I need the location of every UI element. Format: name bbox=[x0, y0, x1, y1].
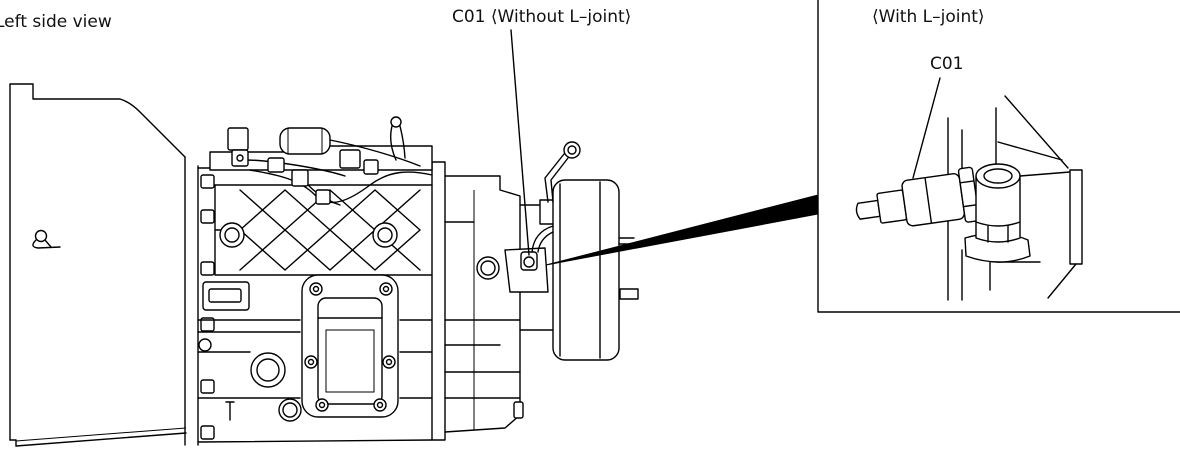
harness-connector bbox=[339, 149, 361, 169]
harness-connector bbox=[363, 159, 379, 175]
cover-bolt bbox=[309, 282, 323, 296]
inspection-cover bbox=[301, 274, 399, 418]
callout-variant: ⟨Without L–joint⟩ bbox=[491, 7, 631, 27]
boss bbox=[278, 398, 302, 422]
cover-bolt bbox=[382, 355, 396, 369]
rib-lattice bbox=[239, 189, 421, 271]
harness-connector bbox=[231, 149, 249, 167]
detail-inset: ⟨With L–joint⟩ C01 bbox=[817, 0, 1180, 313]
callout-leader-c01 bbox=[510, 29, 530, 256]
callout-connector-id: C01 bbox=[452, 7, 486, 27]
bell-housing bbox=[9, 83, 187, 447]
cover-bolt bbox=[304, 355, 318, 369]
view-title: Left side view bbox=[0, 12, 112, 32]
main-case bbox=[184, 156, 524, 446]
cover-bolt bbox=[379, 282, 393, 296]
inset-frame bbox=[817, 0, 1180, 313]
harness-connector bbox=[315, 189, 331, 205]
harness-connector bbox=[267, 157, 285, 173]
case-bolts bbox=[219, 222, 500, 422]
lifting-hook bbox=[389, 116, 406, 161]
boss bbox=[250, 352, 286, 388]
bolt bbox=[219, 222, 245, 248]
flange-lugs bbox=[200, 174, 215, 440]
harness-connector bbox=[291, 169, 309, 187]
bolt bbox=[372, 222, 398, 248]
case-pin bbox=[225, 401, 235, 421]
harness-clip-icon bbox=[32, 229, 61, 249]
harness-connector bbox=[227, 127, 249, 151]
callout-label-c01: C01 ⟨Without L–joint⟩ bbox=[452, 7, 631, 27]
l-joint bbox=[975, 163, 1021, 243]
inset-callout-label-c01: C01 bbox=[930, 54, 964, 74]
bolt bbox=[476, 256, 500, 280]
output-drum bbox=[552, 179, 639, 361]
drain-bolt bbox=[513, 401, 524, 419]
wiring-harness bbox=[227, 116, 433, 206]
cover-bolt bbox=[315, 398, 329, 412]
inset-connector-c01 bbox=[855, 166, 980, 227]
inset-callout-leader bbox=[912, 77, 941, 179]
connector-c01 bbox=[504, 225, 554, 293]
inset-title: ⟨With L–joint⟩ bbox=[872, 7, 985, 27]
shift-lever bbox=[544, 141, 581, 203]
cover-bolt bbox=[373, 398, 387, 412]
